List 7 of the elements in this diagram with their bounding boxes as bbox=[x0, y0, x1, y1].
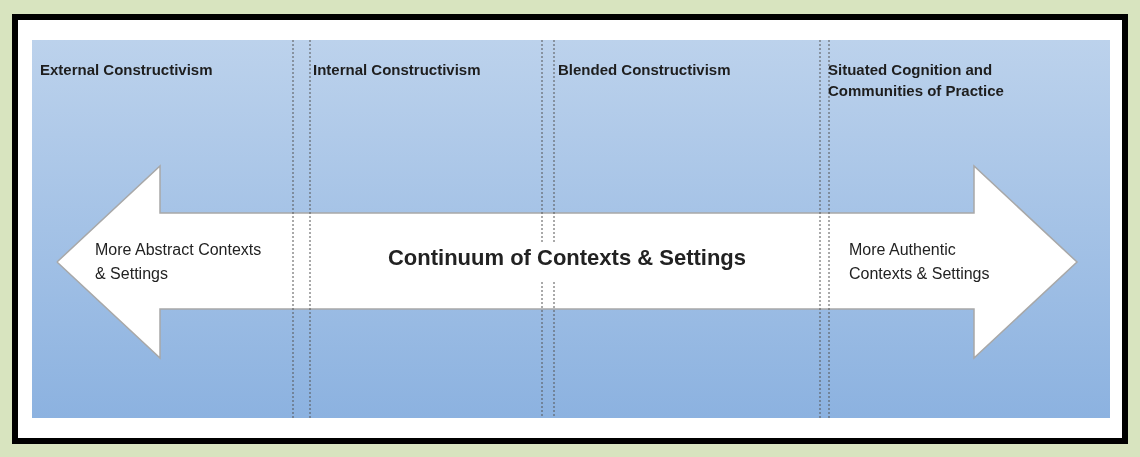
column-heading: Blended Constructivism bbox=[558, 60, 732, 80]
arrow-title: Continuum of Contexts & Settings bbox=[386, 246, 748, 270]
arrow-end-label: More Abstract Contexts & Settings bbox=[95, 240, 263, 284]
column-heading: Internal Constructivism bbox=[313, 60, 482, 80]
arrow-end-label: More Authentic Contexts & Settings bbox=[849, 240, 991, 284]
column-heading: Situated Cognition and Communities of Practice bbox=[828, 60, 1005, 101]
column-heading: External Constructivism bbox=[40, 60, 214, 80]
